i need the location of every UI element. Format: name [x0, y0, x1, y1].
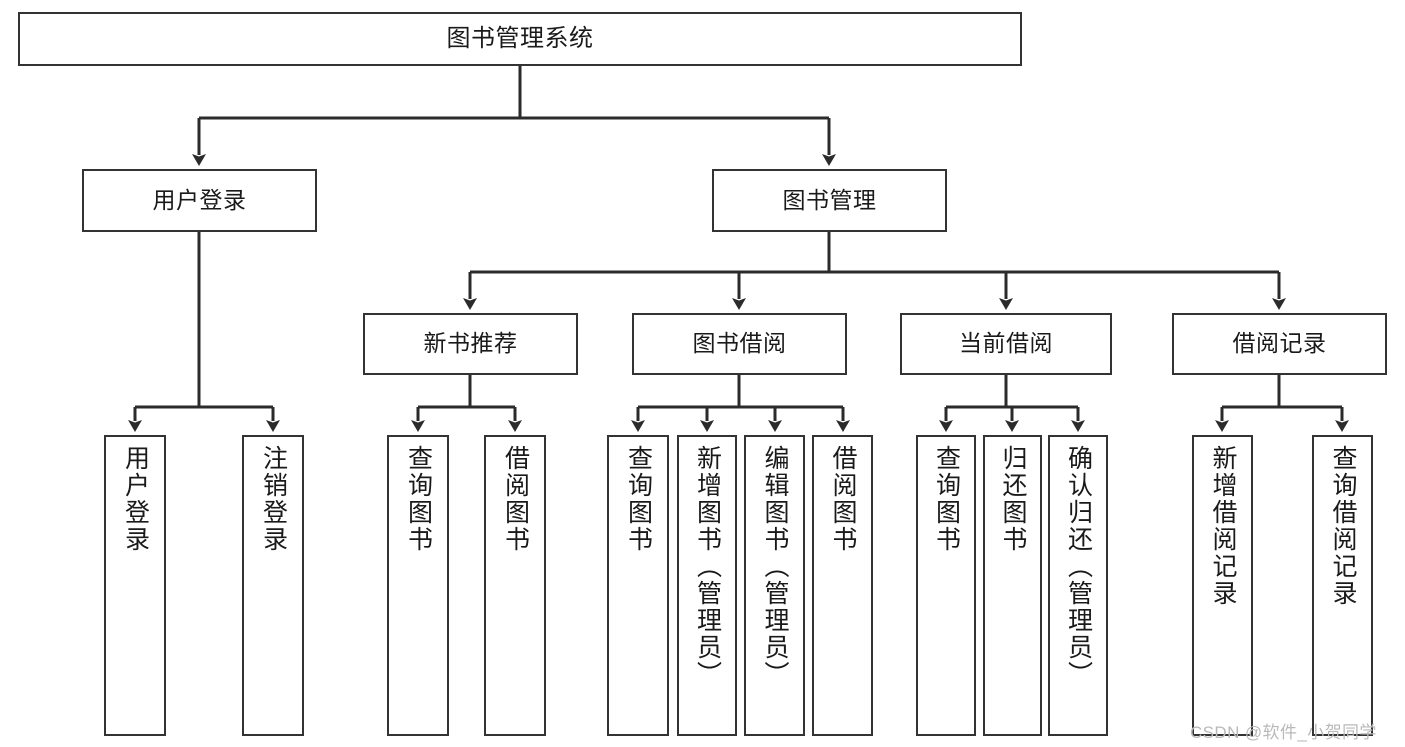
leaf-borrow-book-recommend[interactable]: 借阅图书 [484, 435, 546, 736]
node-label: 当前借阅 [959, 330, 1053, 357]
leaf-query-book-recommend[interactable]: 查询图书 [387, 435, 449, 736]
node-level3-current-borrow[interactable]: 当前借阅 [900, 313, 1112, 375]
node-label: 新书推荐 [423, 330, 518, 357]
node-label: 新增图书（管理员） [693, 445, 722, 688]
leaf-logout[interactable]: 注销登录 [242, 435, 304, 736]
node-root[interactable]: 图书管理系统 [18, 12, 1022, 66]
node-level3-new-book-recommend[interactable]: 新书推荐 [363, 313, 578, 375]
leaf-query-borrow-record[interactable]: 查询借阅记录 [1312, 435, 1373, 736]
node-label: 图书借阅 [692, 330, 787, 357]
node-label: 图书管理 [782, 186, 877, 213]
node-label: 查询图书 [932, 445, 961, 553]
node-label: 借阅图书 [501, 445, 530, 553]
node-label: 借阅记录 [1232, 330, 1327, 357]
node-label: 图书管理系统 [446, 24, 594, 52]
node-label: 确认归还（管理员） [1064, 445, 1093, 688]
leaf-return-book[interactable]: 归还图书 [983, 435, 1042, 736]
leaf-borrow-book[interactable]: 借阅图书 [812, 435, 873, 736]
leaf-query-book-current[interactable]: 查询图书 [916, 435, 976, 736]
leaf-query-book-borrow[interactable]: 查询图书 [607, 435, 669, 736]
node-label: 用户登录 [121, 445, 150, 553]
node-label: 查询图书 [404, 445, 433, 553]
leaf-edit-book-admin[interactable]: 编辑图书（管理员） [744, 435, 805, 736]
node-label: 用户登录 [152, 186, 247, 213]
node-label: 注销登录 [259, 445, 288, 553]
node-level2-book-management[interactable]: 图书管理 [712, 169, 947, 232]
node-level3-book-borrow[interactable]: 图书借阅 [632, 313, 847, 375]
node-label: 查询借阅记录 [1329, 445, 1357, 607]
node-level2-user-login[interactable]: 用户登录 [82, 169, 317, 232]
leaf-add-book-admin[interactable]: 新增图书（管理员） [677, 435, 737, 736]
node-level3-borrow-record[interactable]: 借阅记录 [1172, 313, 1387, 375]
leaf-user-login[interactable]: 用户登录 [104, 435, 166, 736]
leaf-add-borrow-record[interactable]: 新增借阅记录 [1192, 435, 1253, 736]
leaf-confirm-return-admin[interactable]: 确认归还（管理员） [1048, 435, 1108, 736]
node-label: 归还图书 [999, 445, 1027, 553]
node-label: 查询图书 [624, 445, 653, 553]
node-label: 借阅图书 [829, 445, 857, 553]
node-label: 新增借阅记录 [1209, 445, 1237, 607]
node-label: 编辑图书（管理员） [761, 445, 789, 688]
watermark-text: CSDN @软件_小贺同学 [1190, 723, 1377, 742]
